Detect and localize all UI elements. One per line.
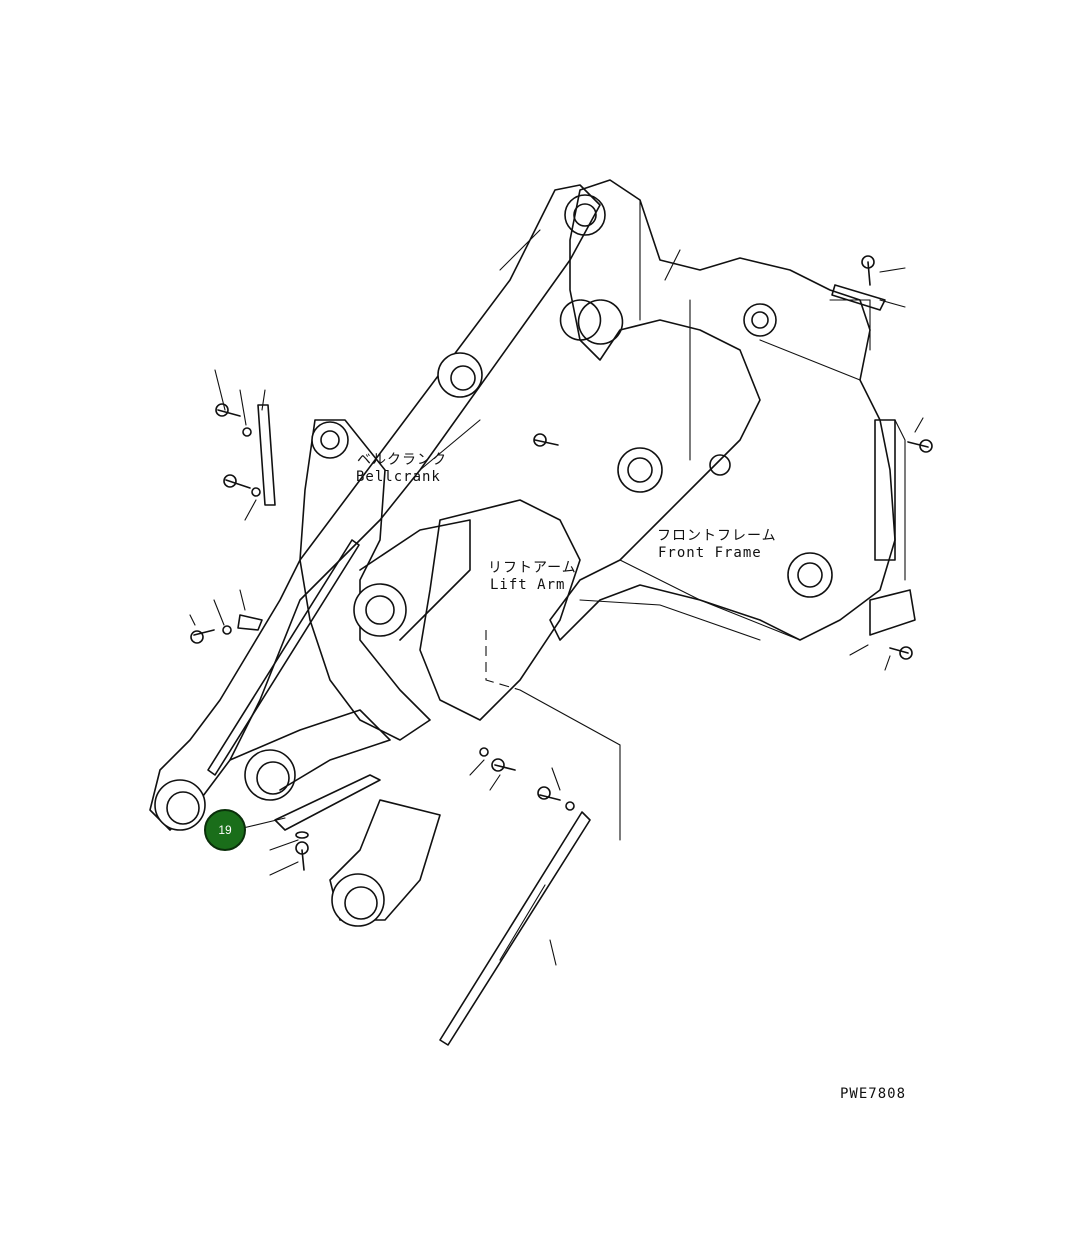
bolts-center [269, 747, 575, 966]
detached-link [329, 799, 441, 927]
drawing-code: PWE7808 [840, 1086, 907, 1102]
part-callout-19[interactable]: 19 [204, 809, 246, 851]
lift-arm-label-en: Lift Arm [490, 577, 566, 593]
bellcrank-outline [299, 419, 471, 741]
callout-19-leader [242, 817, 286, 829]
front-frame-outline [549, 179, 916, 641]
lift-arm-plate [419, 499, 621, 841]
bolts-right [533, 249, 933, 671]
lift-arm-outline [149, 184, 601, 831]
part-callout-19-number: 19 [218, 823, 232, 837]
bolts-left [189, 369, 266, 644]
front-frame-label-en: Front Frame [658, 545, 762, 561]
bellcrank-label-jp: ベルクランク [357, 452, 447, 468]
cover-strips [207, 404, 591, 1046]
front-frame-label-jp: フロントフレーム [657, 528, 777, 544]
lift-arm-label-jp: リフトアーム [488, 560, 577, 576]
bellcrank-label-en: Bellcrank [356, 469, 441, 485]
